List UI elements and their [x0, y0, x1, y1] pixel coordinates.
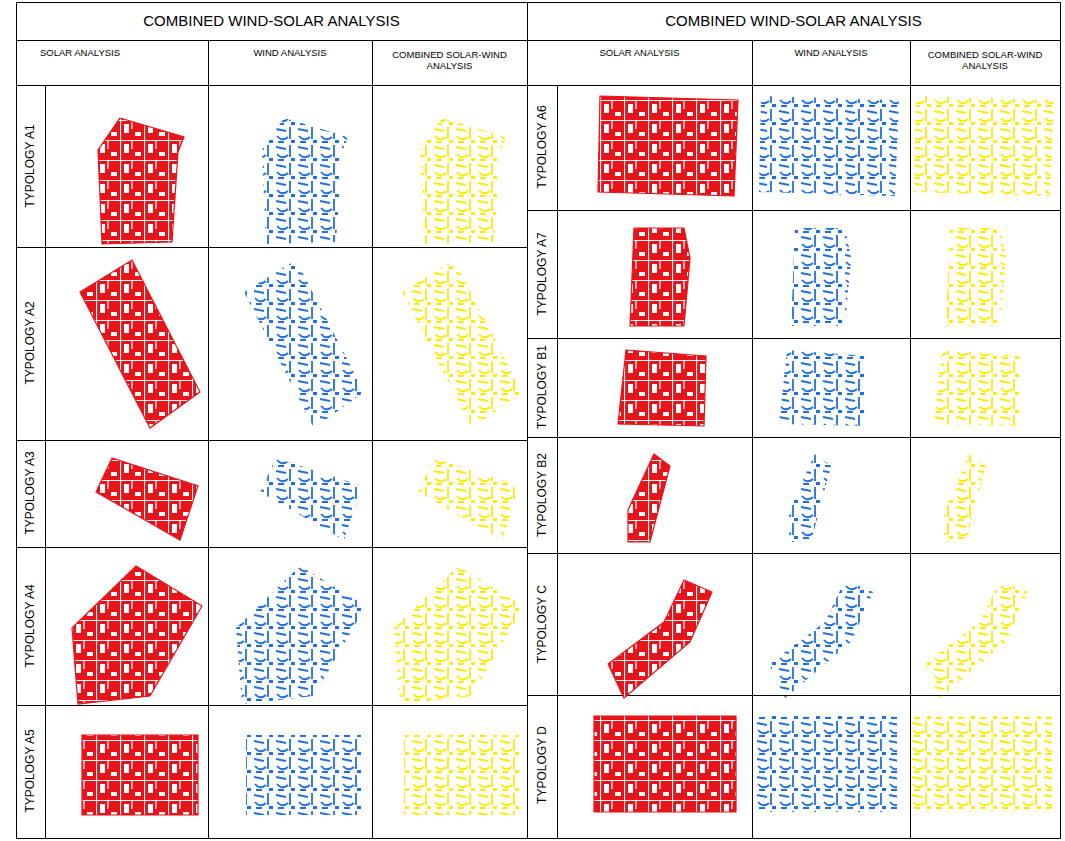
row-label: TYPOLOGY A3 — [23, 451, 37, 534]
wind-plan — [755, 716, 897, 812]
solar-plan — [608, 580, 712, 698]
column-heading: COMBINED SOLAR-WIND ANALYSIS — [910, 42, 1060, 78]
column-heading: WIND ANALYSIS — [752, 42, 910, 64]
row-label: TYPOLOGY C — [535, 585, 549, 663]
row-label: TYPOLOGY D — [535, 726, 549, 804]
table-heading: COMBINED WIND-SOLAR ANALYSIS — [527, 2, 1060, 40]
column-heading: COMBINED SOLAR-WIND ANALYSIS — [372, 42, 527, 78]
combined-plan — [924, 580, 1028, 698]
solar-plan — [98, 118, 184, 244]
column-heading: SOLAR ANALYSIS — [20, 42, 140, 64]
solar-plan — [618, 350, 706, 426]
row-label: TYPOLOGY A5 — [23, 729, 37, 812]
column-heading: SOLAR ANALYSIS — [527, 42, 752, 64]
combined-plan — [934, 350, 1022, 426]
combined-plan — [418, 458, 520, 540]
solar-plan — [82, 735, 198, 815]
combined-plan — [914, 96, 1054, 196]
row-label: TYPOLOGY A7 — [535, 232, 549, 315]
wind-plan — [246, 735, 362, 815]
row-label: TYPOLOGY A6 — [535, 105, 549, 188]
wind-plan — [262, 118, 348, 244]
row-label: TYPOLOGY A2 — [23, 301, 37, 384]
solar-plans — [72, 96, 738, 815]
wind-plan — [791, 228, 851, 326]
combined-plan — [404, 735, 520, 815]
wind-plan — [236, 566, 366, 704]
wind-plan — [779, 350, 867, 426]
combined-plan — [394, 566, 524, 704]
column-heading: WIND ANALYSIS — [208, 42, 372, 64]
solar-plan — [628, 454, 670, 542]
solar-plan — [96, 458, 198, 540]
solar-plan — [80, 260, 200, 428]
row-label: TYPOLOGY A1 — [23, 124, 37, 207]
wind-plans — [236, 96, 899, 815]
combined-plan — [420, 118, 506, 244]
combined-plan — [944, 454, 986, 542]
row-label: TYPOLOGY B2 — [535, 453, 549, 537]
combined-plan — [402, 260, 522, 428]
solar-plan — [598, 96, 738, 196]
row-label: TYPOLOGY A4 — [23, 584, 37, 667]
combined-plans — [394, 96, 1054, 815]
wind-plan — [759, 96, 899, 196]
wind-plan — [244, 260, 364, 428]
wind-plan — [789, 454, 831, 542]
table-grid — [17, 3, 1061, 839]
row-label: TYPOLOGY B1 — [535, 345, 549, 429]
solar-plan — [594, 716, 736, 812]
wind-plan — [260, 458, 362, 540]
combined-plan — [946, 228, 1006, 326]
table-heading: COMBINED WIND-SOLAR ANALYSIS — [16, 2, 527, 40]
solar-plan — [72, 566, 202, 704]
solar-plan — [630, 228, 690, 326]
wind-plan — [769, 580, 873, 698]
combined-plan — [910, 716, 1052, 812]
